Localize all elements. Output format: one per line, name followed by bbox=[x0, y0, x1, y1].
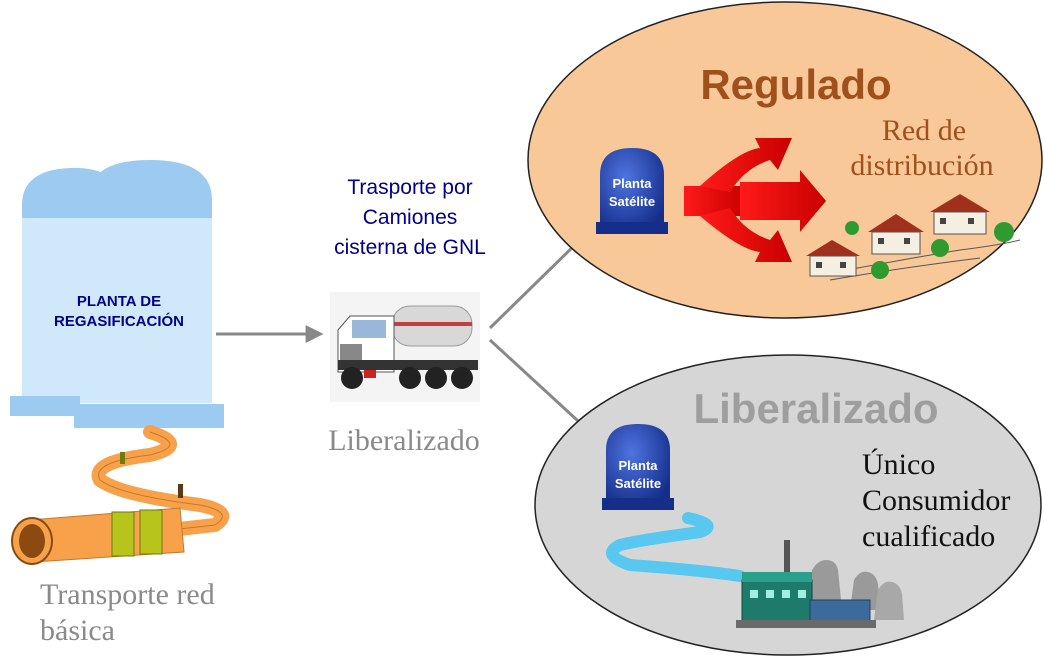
consumer-label-3: cualificado bbox=[862, 520, 995, 553]
regulated-title: Regulado bbox=[700, 61, 891, 108]
consumer-label-2: Consumidor bbox=[862, 484, 1010, 517]
houses-illustration bbox=[806, 194, 1021, 281]
pipeline-label-1: Transporte red bbox=[40, 578, 215, 611]
regas-plant-label-2: REGASIFICACIÓN bbox=[54, 312, 184, 330]
power-plant-illustration bbox=[736, 540, 904, 628]
regulated-satellite-label-2: Satélite bbox=[609, 194, 655, 209]
pipe-ring-4 bbox=[178, 484, 183, 498]
tank-cap-front bbox=[22, 167, 130, 222]
truck-wheel bbox=[399, 367, 421, 389]
house-icon bbox=[930, 194, 990, 235]
arrow-truck-to-regulated bbox=[488, 235, 585, 330]
pipeline-illustration: Transporte red básica bbox=[11, 425, 230, 647]
pipe-ring-3 bbox=[120, 452, 125, 464]
truck-wheel bbox=[341, 367, 363, 389]
truck-market-label: Liberalizado bbox=[328, 424, 480, 457]
pipe-tail-outline bbox=[98, 431, 223, 531]
blue-pipe bbox=[606, 512, 746, 582]
truck-wheel bbox=[425, 367, 447, 389]
regulated-zone: Regulado Planta Satélite Red de distribu… bbox=[527, 1, 1043, 319]
pipe-ring-2 bbox=[139, 509, 163, 555]
truck-wheel bbox=[451, 367, 473, 389]
truck-label-1: Trasporte por bbox=[347, 176, 472, 199]
network-label-2: distribución bbox=[850, 149, 993, 182]
truck-label-2: Camiones bbox=[363, 206, 458, 229]
red-distribution-arrow bbox=[684, 138, 826, 262]
liberalized-zone: Liberalizado Planta Satélite Único Con bbox=[534, 354, 1042, 656]
truck-label-3: cisterna de GNL bbox=[334, 236, 486, 259]
liberalized-satellite-plant: Planta Satélite bbox=[602, 424, 674, 510]
tank-base-left bbox=[10, 396, 80, 416]
regas-plant-label-1: PLANTA DE bbox=[77, 293, 161, 310]
liberalized-satellite-label-1: Planta bbox=[618, 458, 658, 473]
liberalized-title: Liberalizado bbox=[693, 385, 938, 432]
arrow-truck-to-liberalized bbox=[488, 338, 593, 435]
pipe-ring-1 bbox=[111, 511, 135, 557]
pipeline-label-2: básica bbox=[40, 614, 115, 647]
liberalized-satellite-label-2: Satélite bbox=[615, 476, 661, 491]
house-icon bbox=[868, 214, 924, 255]
tank-body bbox=[22, 218, 212, 403]
network-label-1: Red de bbox=[882, 114, 966, 147]
truck-transport: Trasporte por Camiones cisterna de GNL L… bbox=[328, 176, 486, 457]
pipe-opening-inner bbox=[19, 524, 45, 558]
liberalized-ellipse bbox=[534, 354, 1042, 656]
consumer-label-1: Único bbox=[862, 448, 935, 481]
house-icon bbox=[806, 240, 860, 277]
tanker-truck-image bbox=[330, 292, 480, 402]
regasification-plant: PLANTA DE REGASIFICACIÓN bbox=[10, 160, 224, 428]
tank-base-right bbox=[74, 404, 224, 428]
regulated-satellite-plant: Planta Satélite bbox=[596, 148, 668, 234]
regulated-satellite-label-1: Planta bbox=[612, 176, 652, 191]
